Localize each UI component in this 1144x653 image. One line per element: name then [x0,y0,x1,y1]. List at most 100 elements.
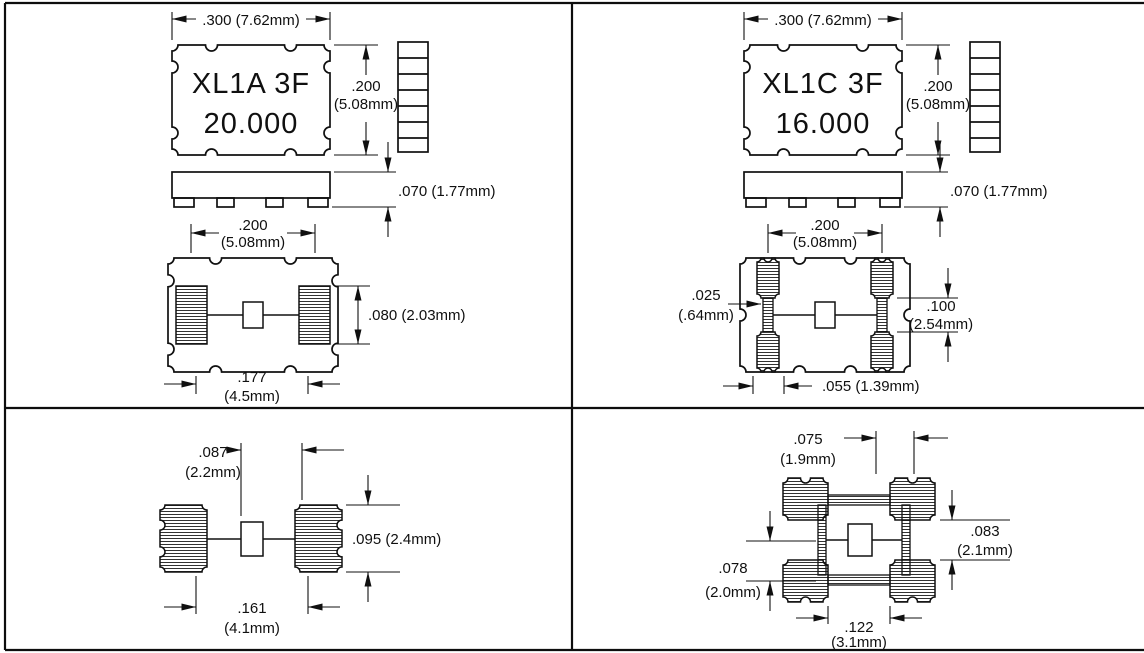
dim-text-bottom-mm: (3.1mm) [831,634,887,651]
profile-foot [788,197,807,208]
profile-foot [173,197,195,208]
bl-dim-right: .095 (2.4mm) [346,475,441,602]
dim-text-bottom-in: .161 [237,600,266,617]
tl-land-outline [167,257,339,373]
solder-pad [756,331,780,373]
solder-pad [870,257,894,299]
dim-text-left-in: .078 [718,560,747,577]
dim-text-pad-gap-mm: (2.54mm) [909,316,973,333]
dim-text-bottom-mm: (4.1mm) [224,620,280,637]
bl-land-pattern [159,504,343,573]
dim-text-body-width: .300 (7.62mm) [202,12,300,29]
tl-profile-view [171,171,331,208]
br-dim-bottom: .122 (3.1mm) [796,606,922,651]
dim-text-top-mm: (2.2mm) [185,464,241,481]
dim-text-body-height-in: .200 [923,78,952,95]
tr-dim-pad-pitch: .200 (5.08mm) [767,217,883,253]
solder-pad [889,559,936,603]
dim-text-body-height-mm: (5.08mm) [906,96,970,113]
tr-top-view-outline [743,44,903,156]
tl-dim-pad-height: .080 (2.03mm) [334,285,466,345]
tl-land-pattern [167,257,339,373]
tr-dim-body-width: .300 (7.62mm) [743,12,903,40]
tr-dim-thickness: .070 (1.77mm) [904,142,1048,237]
dim-text-pad-pitch-mm: (5.08mm) [793,234,857,251]
tr-profile-body [743,171,903,199]
tr-dim-body-height: .200 (5.08mm) [906,44,970,156]
br-dim-left: .078 (2.0mm) [705,511,816,611]
dim-text-pad-width-in: .025 [691,287,720,304]
profile-foot [879,197,901,208]
pad-connector-bar [827,574,891,586]
tl-dim-body-height: .200 (5.08mm) [334,44,398,156]
tl-profile-body [171,171,331,199]
dim-text-right: .095 (2.4mm) [352,531,441,548]
tr-dim-pad-width: .025 (.64mm) [678,287,761,324]
dim-text-right-in: .083 [970,523,999,540]
dim-text-body-height-in: .200 [351,78,380,95]
dim-text-body-width: .300 (7.62mm) [774,12,872,29]
solder-pad [782,477,829,521]
profile-foot [837,197,856,208]
pad-connector-bar [876,297,888,333]
solder-pad [159,504,208,573]
dim-text-left-mm: (2.0mm) [705,584,761,601]
br-dim-top: .075 (1.9mm) [780,431,948,474]
tr-dim-pad-length: .055 (1.39mm) [723,376,920,395]
profile-foot [307,197,329,208]
pad-connector-bar [827,494,891,506]
dim-text-pad-pitch-mm: (5.08mm) [221,234,285,251]
tr-land-pattern [739,257,911,373]
solder-pad [294,504,343,573]
dim-text-top-in: .075 [793,431,822,448]
dim-text-pad-span-in: .177 [237,369,266,386]
tr-side-view-body [969,41,1001,153]
dim-text-top-mm: (1.9mm) [780,451,836,468]
tl-part-number: XL1A 3F [192,68,310,100]
tl-side-view-body [397,41,429,153]
tl-top-view-outline [171,44,331,156]
tl-part-frequency: 20.000 [204,108,299,140]
tr-part-frequency: 16.000 [776,108,871,140]
br-land-pattern [782,477,936,603]
dim-text-pad-span-mm: (4.5mm) [224,388,280,405]
dim-text-right-mm: (2.1mm) [957,542,1013,559]
dim-text-thickness: .070 (1.77mm) [950,183,1048,200]
crystal-symbol-body [814,301,836,329]
bl-dim-bottom: .161 (4.1mm) [164,576,340,637]
tr-part-number: XL1C 3F [762,68,883,100]
dim-text-pad-width-mm: (.64mm) [678,307,734,324]
tr-land-outline [739,257,911,373]
dim-text-body-height-mm: (5.08mm) [334,96,398,113]
tr-dim-pad-gap: .100 (2.54mm) [897,268,973,362]
dim-text-pad-pitch-in: .200 [238,217,267,234]
bl-dim-top: .087 (2.2mm) [185,443,344,516]
br-dim-right: .083 (2.1mm) [940,490,1013,590]
tl-dim-thickness: .070 (1.77mm) [332,142,496,237]
crystal-symbol-body [240,521,264,557]
profile-foot [745,197,767,208]
tl-dim-body-width: .300 (7.62mm) [171,12,331,40]
tl-dim-pad-span: .177 (4.5mm) [164,369,340,405]
dim-text-thickness: .070 (1.77mm) [398,183,496,200]
crystal-symbol-body [242,301,264,329]
tr-side-view [969,41,1001,153]
profile-foot [265,197,284,208]
tl-dim-pad-pitch: .200 (5.08mm) [190,217,316,253]
dim-text-pad-height: .080 (2.03mm) [368,307,466,324]
crystal-symbol-body [847,523,873,557]
dim-text-top-in: .087 [198,444,227,461]
dim-text-pad-gap-in: .100 [926,298,955,315]
dim-text-pad-length: .055 (1.39mm) [822,378,920,395]
sheet-border [3,1,1144,652]
tr-top-view: XL1C 3F 16.000 [743,44,903,156]
tr-profile-view [743,171,903,208]
dim-text-pad-pitch-in: .200 [810,217,839,234]
tl-side-view [397,41,429,153]
solder-pad [175,285,208,345]
dim-text-bottom-in: .122 [844,619,873,636]
solder-pad [298,285,331,345]
profile-foot [216,197,235,208]
